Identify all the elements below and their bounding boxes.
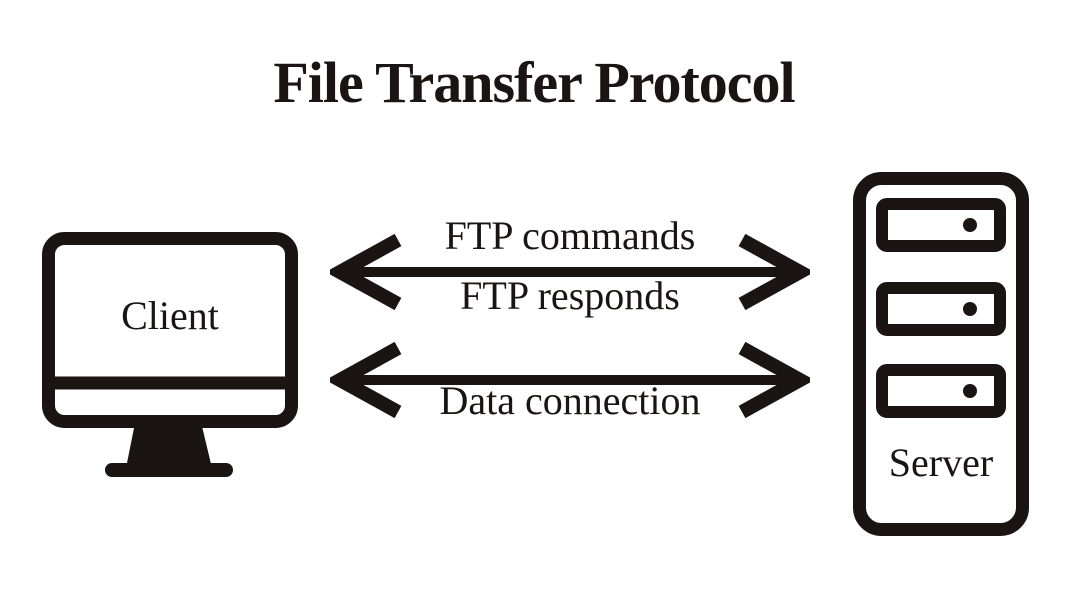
server-drive-led bbox=[963, 218, 977, 398]
data-connection-label: Data connection bbox=[439, 378, 701, 423]
data-connection-double-arrow-icon bbox=[330, 342, 810, 418]
client-label: Client bbox=[121, 293, 219, 338]
server-tower-icon bbox=[853, 172, 1029, 536]
diagram-title: File Transfer Protocol bbox=[273, 50, 795, 115]
server-drive-bay bbox=[876, 198, 1006, 418]
server-label: Server bbox=[888, 440, 994, 485]
desktop-monitor-icon bbox=[42, 232, 298, 477]
ftp-commands-label: FTP commands bbox=[444, 213, 696, 258]
control-connection-double-arrow-icon bbox=[330, 234, 810, 310]
ftp-responds-label: FTP responds bbox=[460, 273, 680, 318]
